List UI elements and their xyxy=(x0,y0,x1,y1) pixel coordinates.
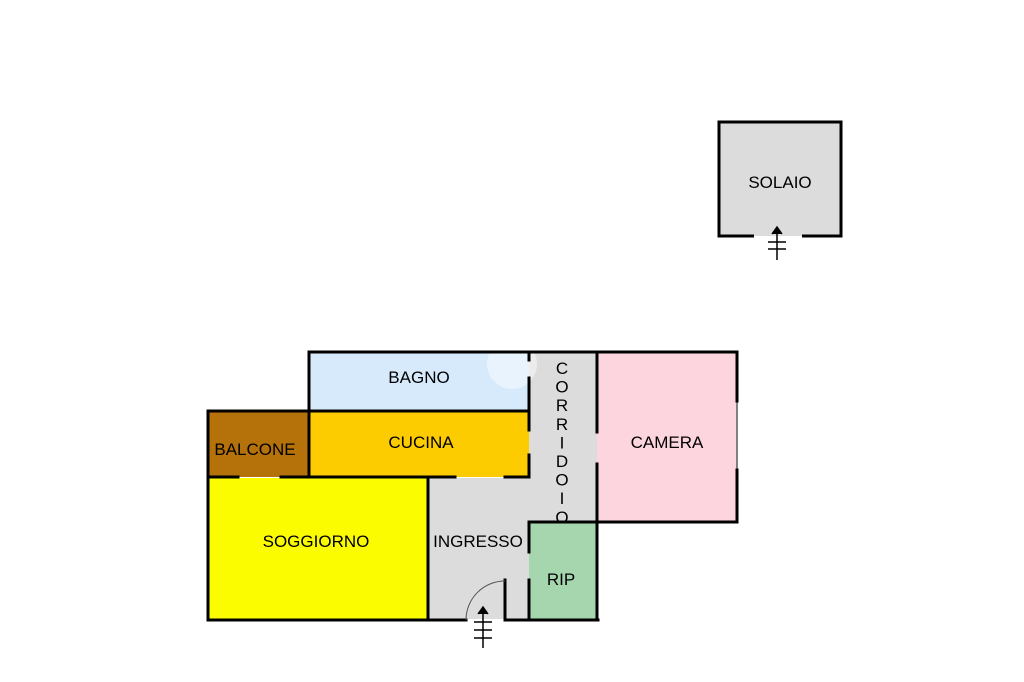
room-solaio-fill xyxy=(719,122,841,236)
room-bagno-label: BAGNO xyxy=(388,368,449,387)
corridoio-letter: D xyxy=(556,452,568,471)
room-balcone-label: BALCONE xyxy=(214,440,295,459)
room-balcone: BALCONE xyxy=(209,412,309,477)
entrance-arrow-main xyxy=(474,605,492,648)
room-ingresso: INGRESSO xyxy=(428,478,529,619)
room-camera: CAMERA xyxy=(597,353,736,521)
room-cucina: CUCINA xyxy=(310,412,529,477)
room-ingresso-label: INGRESSO xyxy=(433,532,523,551)
room-rip-fill xyxy=(529,522,597,619)
room-solaio-label: SOLAIO xyxy=(748,173,811,192)
entrance-door xyxy=(465,580,506,621)
room-soggiorno-label: SOGGIORNO xyxy=(263,532,370,551)
room-ingresso-fill xyxy=(428,478,529,619)
room-rip-label: RIP xyxy=(547,570,575,589)
corridoio-letter: R xyxy=(556,396,568,415)
walls xyxy=(206,350,739,622)
room-cucina-fill xyxy=(310,412,529,477)
room-balcone-fill xyxy=(209,412,309,477)
entrance-arrow-solaio xyxy=(768,225,786,260)
corridoio-letter: C xyxy=(556,359,568,378)
room-rip: RIP xyxy=(529,522,597,619)
room-bagno: BAGNO xyxy=(310,353,529,411)
corridoio-letter: O xyxy=(555,378,568,397)
room-solaio-walls xyxy=(717,120,843,238)
corridoio-letter: I xyxy=(560,489,565,508)
room-corridoio-fill xyxy=(529,353,597,521)
room-camera-label: CAMERA xyxy=(631,433,704,452)
corridoio-letter: I xyxy=(560,433,565,452)
room-camera-fill xyxy=(597,353,736,521)
corridoio-letter: O xyxy=(555,471,568,490)
room-solaio: SOLAIO xyxy=(717,120,843,260)
room-bagno-fill xyxy=(310,353,529,411)
room-soggiorno: SOGGIORNO xyxy=(209,478,428,619)
room-soggiorno-fill xyxy=(209,478,428,619)
room-cucina-label: CUCINA xyxy=(388,433,454,452)
corridoio-letter: R xyxy=(556,415,568,434)
